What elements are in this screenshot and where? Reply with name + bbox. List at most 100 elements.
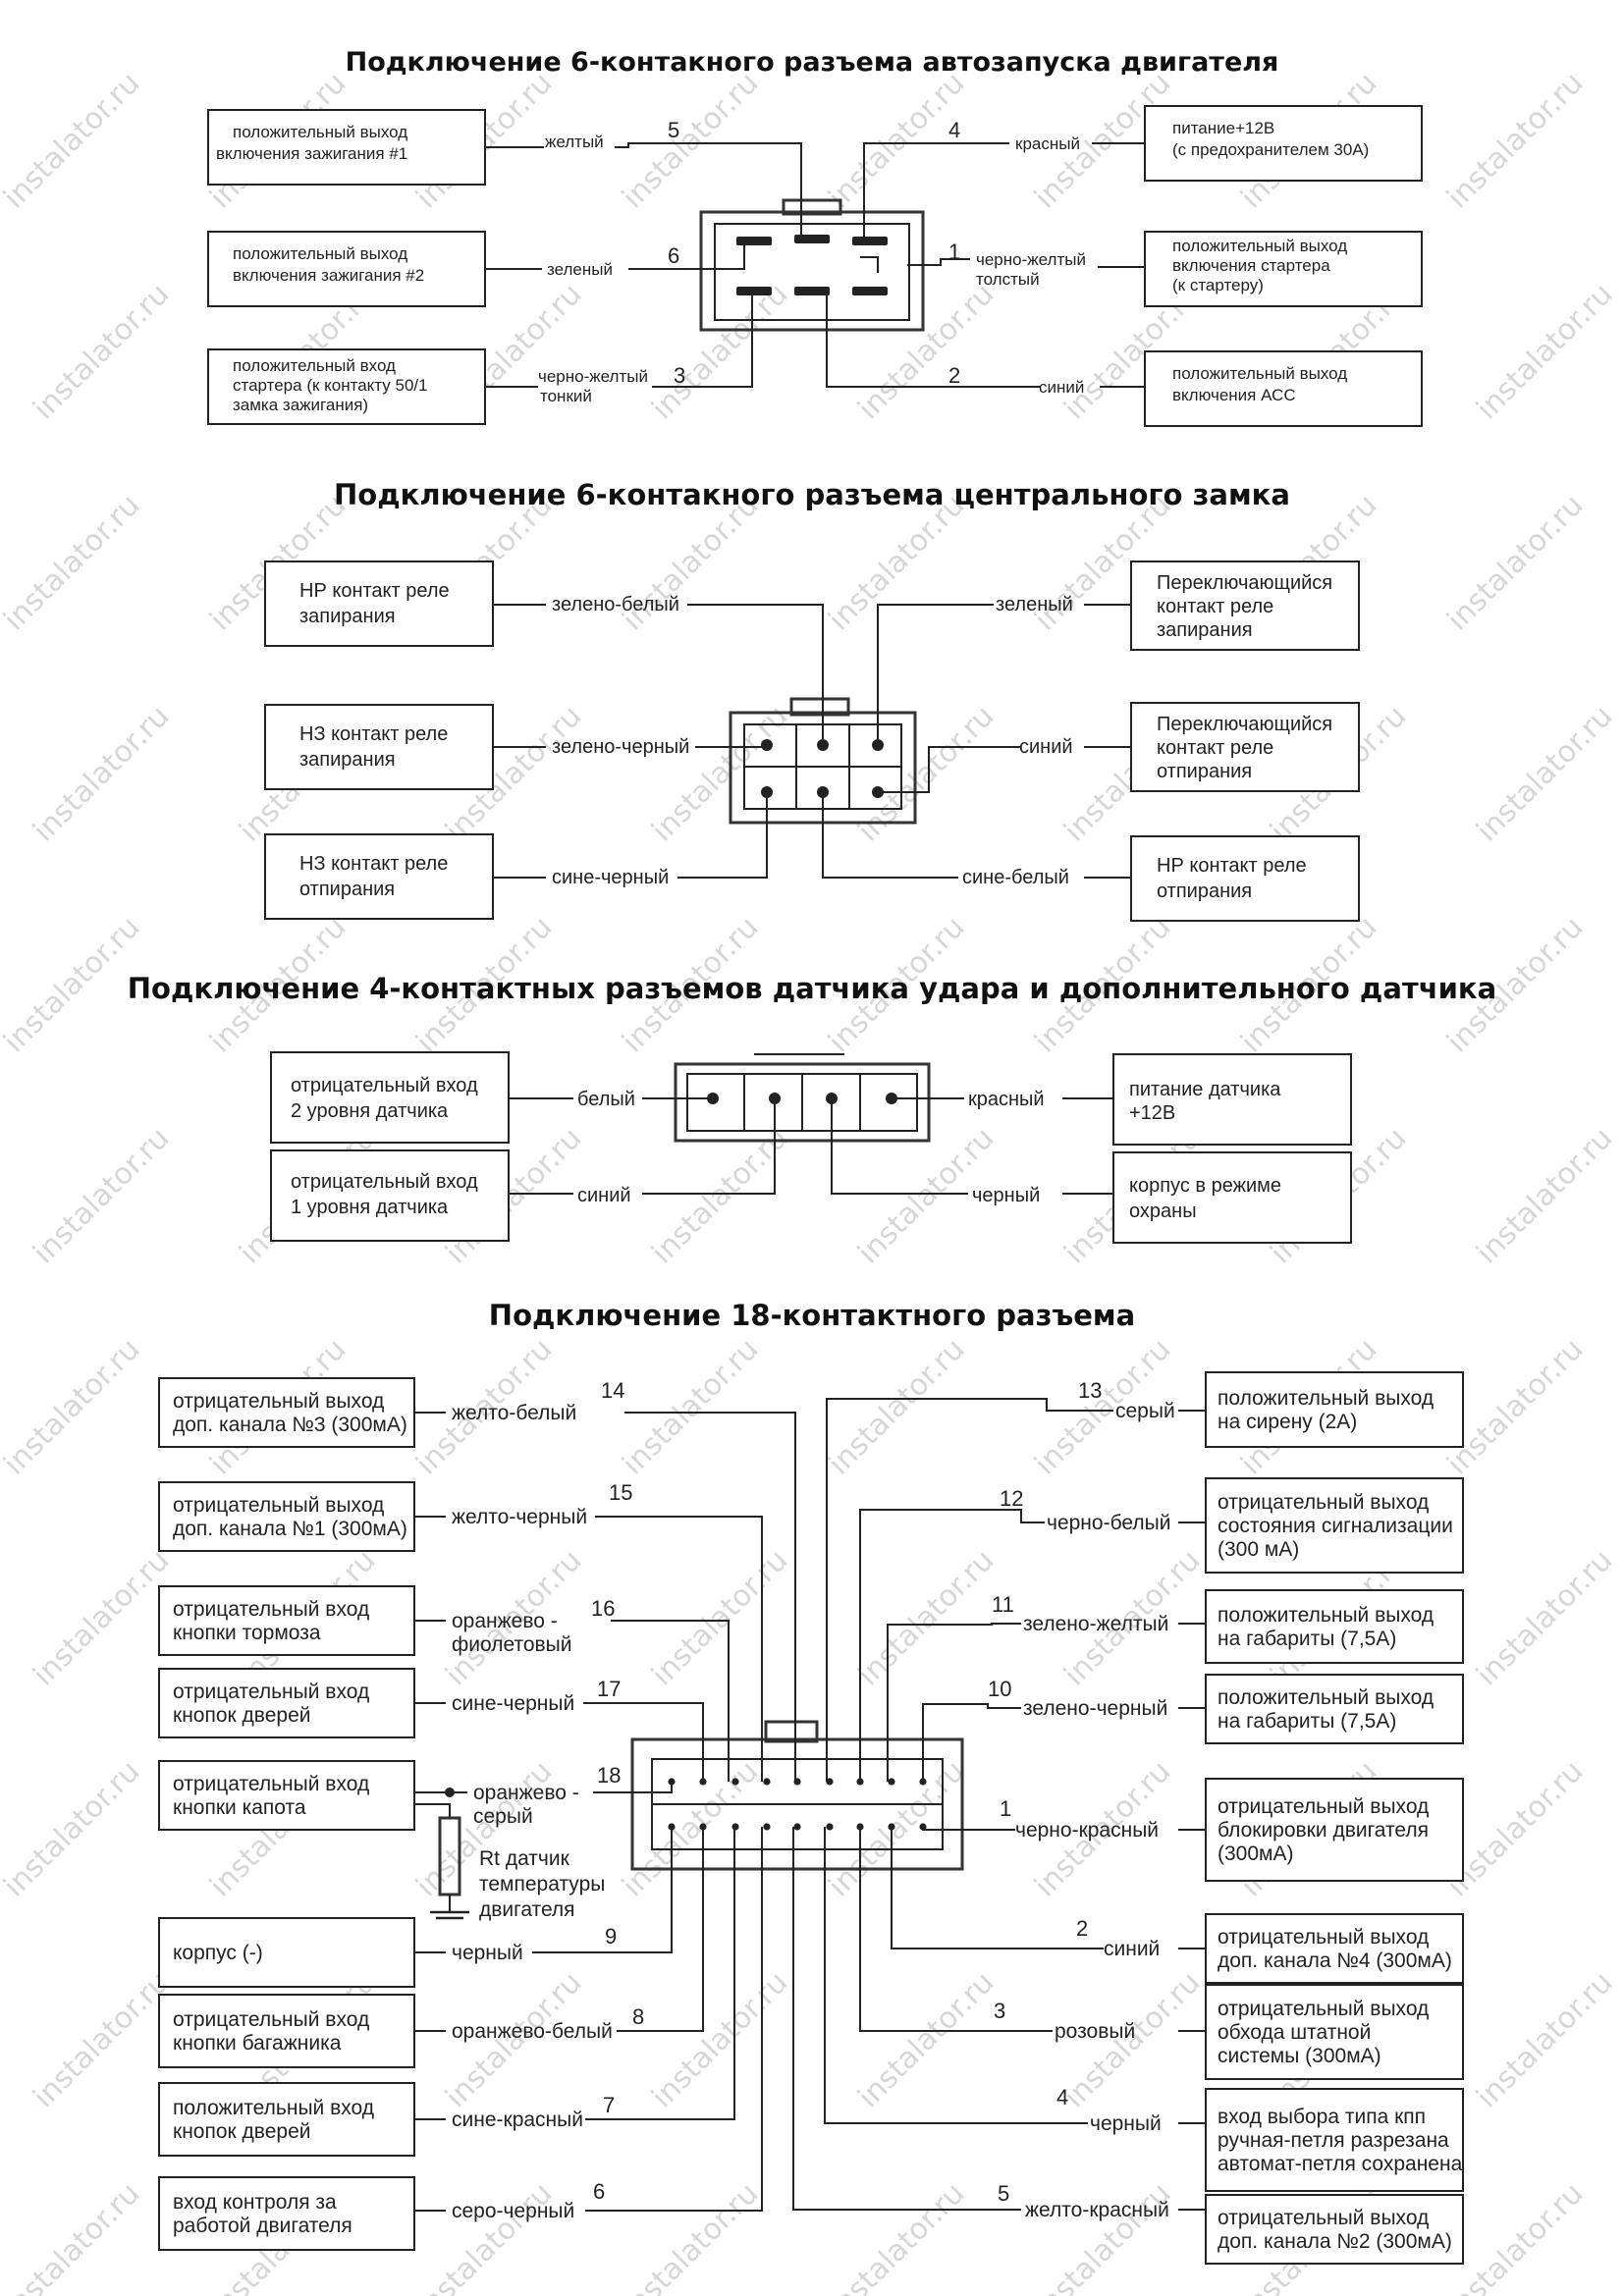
box-pin-6 bbox=[158, 2176, 415, 2251]
watermark-text: instalator.ru bbox=[1440, 66, 1590, 215]
pin-number-9: 9 bbox=[605, 1924, 617, 1949]
box-pin-3-line3: системы (300мА) bbox=[1218, 2045, 1381, 2067]
box-pin-1-line1: отрицательный выход bbox=[1218, 1795, 1429, 1818]
box-nr-lock-line1: НР контакт реле bbox=[299, 580, 450, 602]
wire-label-pin-7: сине-красный bbox=[452, 2109, 583, 2131]
box-acc-output bbox=[1144, 350, 1423, 427]
pin-number-18: 18 bbox=[597, 1763, 621, 1788]
pin-number-15: 15 bbox=[609, 1480, 632, 1505]
box-nz-lock-line1: НЗ контакт реле bbox=[299, 723, 448, 745]
box-pin-3 bbox=[1205, 1984, 1464, 2080]
watermark-text: instalator.ru bbox=[1470, 1121, 1619, 1270]
section1-title: Подключение 6-контакного разъема автозап… bbox=[346, 47, 1279, 78]
watermark-text: instalator.ru bbox=[27, 699, 176, 848]
box-starter-output-line1: положительный выход bbox=[1172, 237, 1347, 255]
pin-number-12: 12 bbox=[1000, 1486, 1023, 1511]
wire-black-yellow-thin-label1: черно-желтый bbox=[538, 367, 648, 386]
box-pin-6-line2: работой двигателя bbox=[173, 2215, 352, 2237]
box-pin-12 bbox=[1205, 1477, 1464, 1574]
box-ignition-2-line2: включения зажигания #2 bbox=[233, 266, 424, 285]
box-pin-2 bbox=[1205, 1913, 1464, 1984]
box-pin-16-line2: кнопки тормоза bbox=[173, 1622, 321, 1644]
wire-blue-white-label: сине-белый bbox=[962, 867, 1069, 888]
wire-green-label: зеленый bbox=[996, 594, 1073, 615]
watermark-text: instalator.ru bbox=[27, 277, 176, 426]
watermark-text: instalator.ru bbox=[1470, 1965, 1619, 2114]
watermark-text: instalator.ru bbox=[645, 1543, 794, 1692]
wire-label-pin-17: сине-черный bbox=[452, 1692, 574, 1715]
box-starter-input-line2: стартера (к контакту 50/1 bbox=[233, 376, 428, 395]
watermark-text: instalator.ru bbox=[645, 699, 794, 848]
box-pin-7 bbox=[158, 2082, 415, 2157]
box-pin-8-line1: отрицательный вход bbox=[173, 2008, 369, 2031]
wire-green-white-label: зелено-белый bbox=[552, 594, 679, 615]
box-neg-level2-line2: 2 уровня датчика bbox=[291, 1100, 449, 1122]
box-pin-15-line1: отрицательный выход bbox=[173, 1494, 384, 1517]
watermark-text: instalator.ru bbox=[1028, 2176, 1177, 2296]
box-pin-10 bbox=[1205, 1674, 1464, 1744]
box-pin-1-line3: (300мА) bbox=[1218, 1842, 1293, 1865]
box-pin-15 bbox=[158, 1481, 415, 1552]
watermark-text: instalator.ru bbox=[822, 2176, 971, 2296]
box-pin-4-line3: автомат-петля сохранена bbox=[1218, 2153, 1463, 2175]
connector-6pin-ignition bbox=[699, 198, 925, 332]
pin-number-6: 6 bbox=[593, 2179, 605, 2204]
wire-label-pin-4: черный bbox=[1090, 2112, 1162, 2135]
box-neg-level2 bbox=[270, 1051, 510, 1144]
box-pin-12-line1: отрицательный выход bbox=[1218, 1491, 1429, 1514]
box-pin-4-line1: вход выбора типа кпп bbox=[1218, 2106, 1426, 2128]
box-switch-lock-line3: запирания bbox=[1157, 619, 1253, 641]
box-nr-lock-line2: запирания bbox=[299, 606, 396, 627]
wire-pin-11 bbox=[887, 1623, 1021, 1782]
box-nz-unlock-line2: отпирания bbox=[299, 879, 395, 900]
wire-green-label: зеленый bbox=[547, 260, 613, 279]
wire-pin-17 bbox=[583, 1702, 704, 1782]
box-pin-13 bbox=[1205, 1371, 1464, 1448]
box-pin-5-line1: отрицательный выход bbox=[1218, 2207, 1429, 2229]
wire-label-pin-11: зелено-желтый bbox=[1023, 1613, 1168, 1635]
pin-number-7: 7 bbox=[603, 2093, 615, 2117]
section-ignition-connector: Подключение 6-контакного разъема автозап… bbox=[207, 47, 1423, 427]
box-pin-13-line2: на сирену (2А) bbox=[1218, 1411, 1357, 1433]
connector-pin-bottom bbox=[763, 1823, 771, 1831]
temp-sensor-line1: Rt датчик bbox=[479, 1847, 570, 1870]
box-pin-8 bbox=[158, 1994, 415, 2068]
box-pin-7-line2: кнопок дверей bbox=[173, 2120, 310, 2143]
wire-pin-6 bbox=[585, 1827, 763, 2212]
box-sensor-power bbox=[1112, 1053, 1352, 1146]
wire-label-pin-14: желто-белый bbox=[452, 1402, 576, 1424]
box-pin-10-line2: на габариты (7,5А) bbox=[1218, 1710, 1396, 1733]
box-acc-output-line1: положительный выход bbox=[1172, 364, 1347, 383]
watermark-text: instalator.ru bbox=[409, 2176, 559, 2296]
box-pin-4 bbox=[1205, 2088, 1464, 2192]
pin-number-11: 11 bbox=[992, 1592, 1014, 1617]
watermark-text: instalator.ru bbox=[616, 66, 765, 215]
pin-2-label: 2 bbox=[948, 363, 960, 388]
watermark-text: instalator.ru bbox=[645, 277, 794, 426]
wire-label-pin-9: черный bbox=[452, 1942, 523, 1964]
box-acc-output-line2: включения АСС bbox=[1172, 386, 1296, 404]
connector-pin-top bbox=[731, 1778, 739, 1786]
pin-3-label: 3 bbox=[674, 363, 685, 388]
watermark-text: instalator.ru bbox=[851, 1543, 1001, 1692]
box-pin-2-line1: отрицательный выход bbox=[1218, 1926, 1429, 1949]
wire-black-yellow-thick-label1: черно-желтый bbox=[976, 250, 1086, 269]
wire-label-pin-2: синий bbox=[1104, 1938, 1160, 1960]
pin-number-17: 17 bbox=[597, 1677, 621, 1701]
box-pin-11 bbox=[1205, 1589, 1464, 1664]
box-pin-2-line2: доп. канала №4 (300мА) bbox=[1218, 1949, 1452, 1972]
box-pin-12-line2: состояния сигнализации bbox=[1218, 1515, 1453, 1537]
watermark-text: instalator.ru bbox=[27, 1543, 176, 1692]
wire-label-pin-16: оранжево - bbox=[452, 1610, 558, 1632]
box-power-12v-line2: (с предохранителем 30А) bbox=[1172, 140, 1369, 159]
watermark-text: instalator.ru bbox=[1470, 699, 1619, 848]
box-switch-unlock bbox=[1130, 702, 1360, 792]
wire-pin-4 bbox=[824, 1827, 1088, 2124]
wire-pin-8 bbox=[617, 1827, 704, 2032]
connector-18pin bbox=[630, 1720, 964, 1871]
pin-5-label: 5 bbox=[668, 118, 679, 142]
